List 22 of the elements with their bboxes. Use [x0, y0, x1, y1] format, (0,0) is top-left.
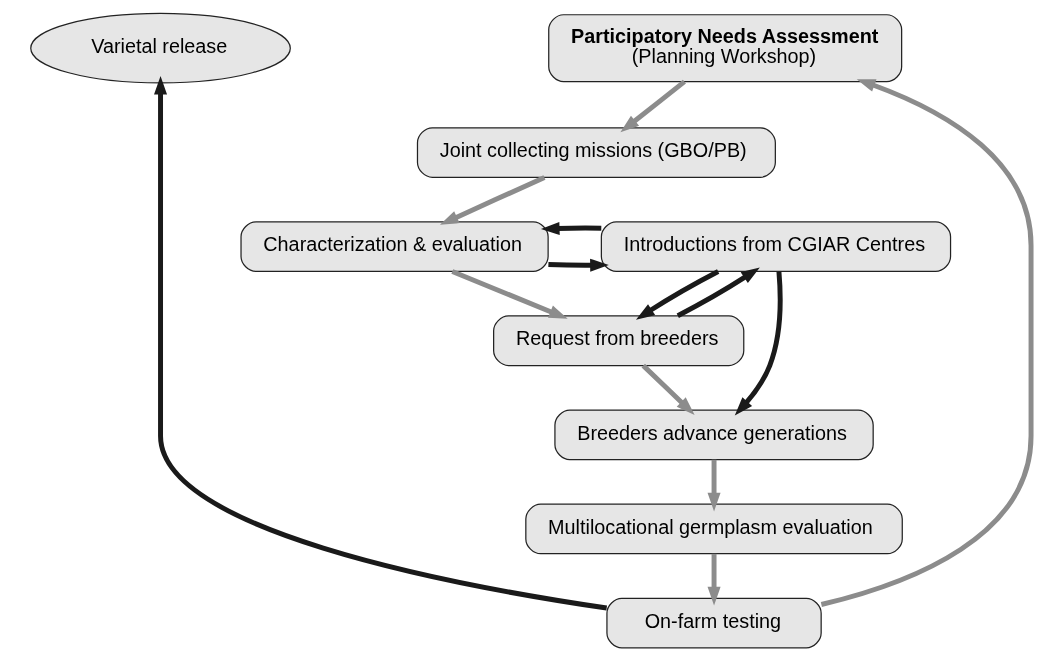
arrow: [439, 175, 546, 225]
arrow: [707, 459, 721, 512]
arrow: [734, 271, 783, 416]
node-ellipse: Varietal release: [30, 12, 291, 84]
node-box: Joint collecting missions (GBO/PB): [416, 127, 776, 178]
arrow: [540, 221, 602, 235]
node-box: Request from breeders: [493, 315, 745, 367]
arrow: [451, 269, 568, 319]
arrow: [548, 258, 609, 272]
arrow: [676, 267, 760, 318]
arrow: [820, 79, 1034, 607]
arrow: [635, 269, 720, 320]
node-box: On-farm testing: [606, 597, 822, 649]
node-box: Multilocational germplasm evaluation: [525, 503, 903, 555]
node-box: Introductions from CGIAR Centres: [600, 221, 952, 273]
node-box: Characterization & evaluation: [240, 221, 549, 273]
arrow: [620, 79, 686, 133]
node-box: Participatory Needs Assessment (Planning Workshop): [548, 14, 903, 83]
arrow: [154, 75, 608, 611]
arrow: [641, 363, 695, 415]
arrow: [707, 553, 721, 606]
node-box: Breeders advance generations: [554, 409, 874, 461]
